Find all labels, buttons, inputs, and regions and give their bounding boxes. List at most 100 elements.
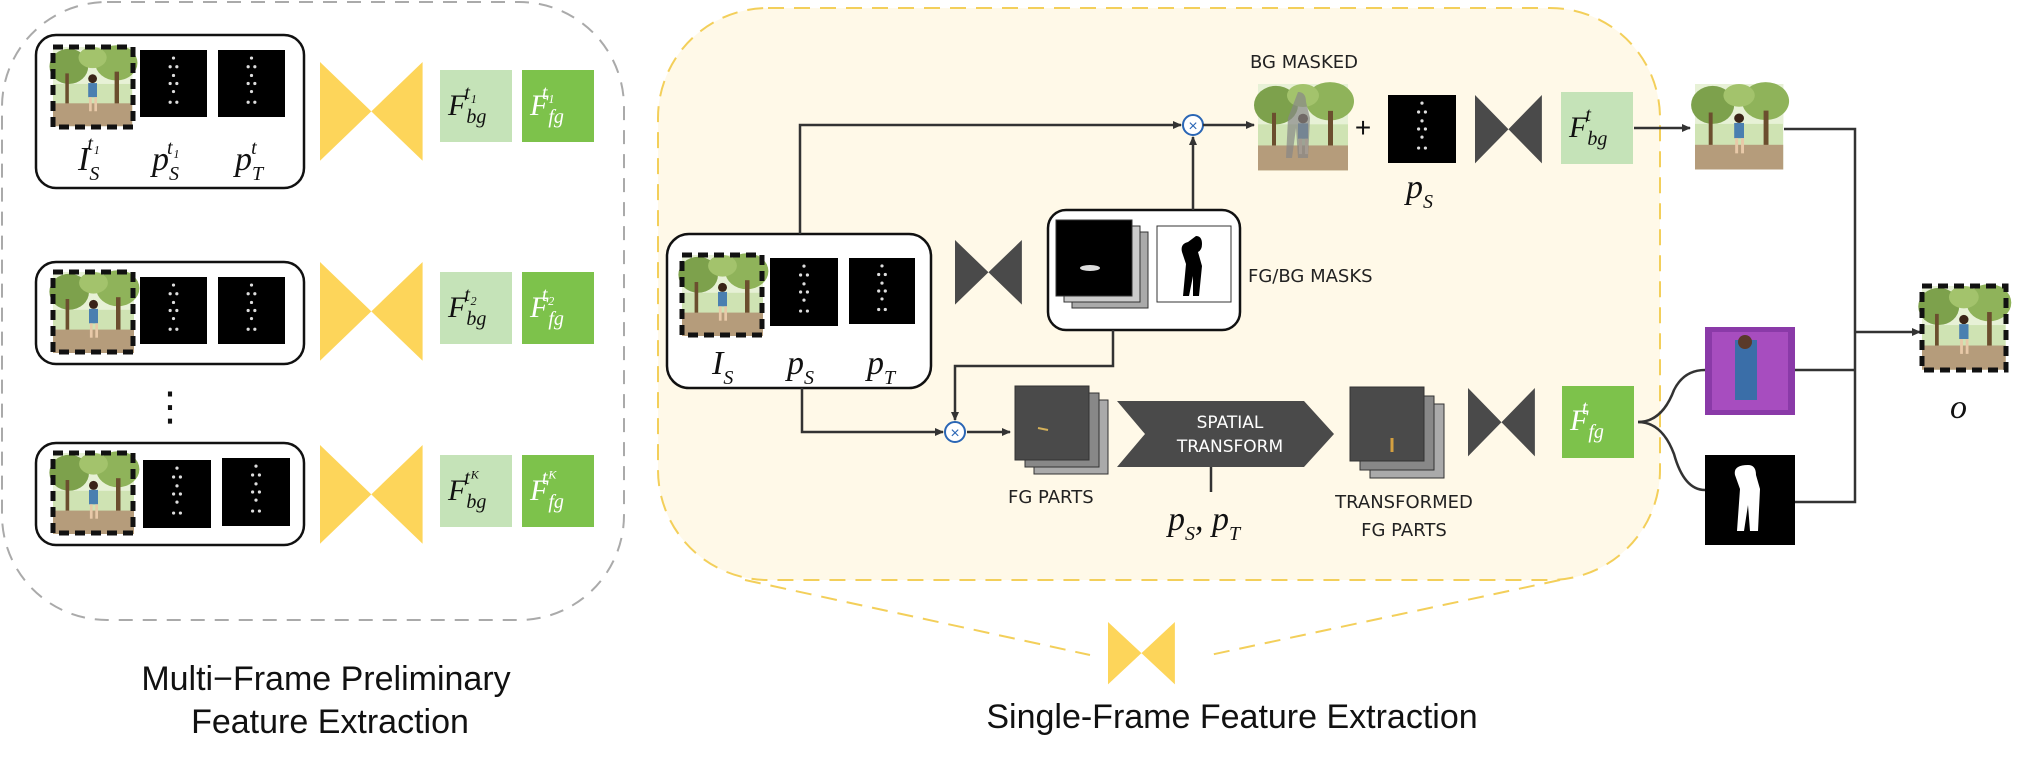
- keypoint: [805, 290, 810, 294]
- pose-target-t1: [218, 50, 285, 117]
- row-t1: ISt₁ pSt₁ pTt Fbgt₁ Ffgt₁: [34, 33, 594, 190]
- keypoint: [251, 473, 255, 477]
- label-I-S: IS: [711, 345, 733, 389]
- transformed-label-line1: TRANSFORMED: [1334, 492, 1473, 513]
- pose-target-t2: [218, 277, 285, 344]
- keypoint: [175, 65, 179, 69]
- multi-frame-panel: [1, 1, 625, 621]
- keypoint: [1423, 127, 1427, 131]
- label-p-S: pS: [785, 345, 814, 389]
- row-tK: Fbgtᴷ Ffgtᴷ: [34, 441, 594, 547]
- svg-text:Ffgt: Ffgt: [1569, 397, 1604, 443]
- keypoint: [802, 298, 806, 302]
- keypoint: [172, 475, 176, 479]
- bg-masked-label: BG MASKED: [1250, 52, 1358, 73]
- keypoint: [175, 100, 179, 104]
- keypoint: [257, 490, 261, 494]
- F-bg-t2-box: [440, 272, 512, 344]
- keypoint: [171, 56, 176, 60]
- keypoint: [171, 283, 176, 287]
- row-t2: Fbgt₂ Ffgt₂: [34, 260, 594, 366]
- F-fg-t1-box: [522, 70, 594, 142]
- keypoint: [253, 65, 257, 69]
- keypoint: [175, 308, 179, 313]
- keypoint: [175, 81, 179, 86]
- keypoint: [249, 283, 254, 287]
- pose-source-image: [770, 258, 838, 326]
- svg-text:Ffgt₂: Ffgt₂: [529, 284, 564, 330]
- keypoint: [253, 100, 257, 104]
- F-fg-t2-box: [522, 272, 594, 344]
- caption-left-line2: Feature Extraction: [191, 703, 469, 741]
- keypoint: [877, 307, 881, 312]
- keypoint: [805, 273, 810, 277]
- svg-text:Ffgtᴷ: Ffgtᴷ: [529, 467, 564, 513]
- encoder-bowtie-t2: [320, 262, 423, 361]
- keypoint: [175, 500, 179, 504]
- keypoint: [880, 297, 884, 301]
- keypoint: [251, 509, 255, 513]
- keypoint: [883, 307, 887, 312]
- pose-source-tK: [143, 460, 211, 528]
- keypoint: [1420, 119, 1424, 123]
- keypoint: [249, 89, 254, 94]
- svg-text:Ffgt₁: Ffgt₁: [529, 82, 564, 128]
- caption-right: Single-Frame Feature Extraction: [986, 698, 1477, 736]
- svg-text:Fbgt: Fbgt: [1568, 104, 1607, 150]
- keypoint: [1423, 146, 1427, 150]
- final-output-image: [1919, 283, 2009, 373]
- spatial-transform-block: [1117, 401, 1334, 467]
- plus-sign: +: [1355, 112, 1371, 143]
- keypoint: [1417, 110, 1421, 114]
- keypoint: [249, 316, 254, 321]
- encoder-bowtie-tK: [320, 445, 423, 544]
- caption-left-line1: Multi−Frame Preliminary: [141, 660, 510, 698]
- keypoint: [246, 292, 250, 296]
- keypoint: [246, 308, 250, 313]
- keypoint: [249, 73, 254, 78]
- fg-mask-stack: [1055, 219, 1133, 297]
- keypoint: [178, 492, 182, 496]
- shared-encoder-bowtie: [1108, 622, 1175, 685]
- pose-target-tK: [222, 458, 290, 526]
- keypoint: [799, 290, 803, 294]
- keypoint: [172, 492, 176, 496]
- keypoint: [249, 300, 254, 305]
- keypoint: [175, 484, 179, 488]
- keypoint: [175, 327, 179, 331]
- input-group-t1: [34, 33, 306, 190]
- keypoint: [246, 81, 250, 86]
- pose-source-t1: [140, 50, 207, 117]
- fg-parts-stack: [1014, 385, 1090, 461]
- keypoint: [171, 300, 176, 305]
- svg-text:×: ×: [1188, 118, 1197, 135]
- source-frame-t2: [50, 269, 136, 355]
- keypoint: [249, 56, 254, 60]
- pose-source-bg: [1388, 95, 1456, 163]
- keypoint: [246, 327, 250, 331]
- keypoint: [799, 309, 803, 313]
- keypoint: [168, 327, 172, 331]
- keypoint: [1420, 101, 1424, 105]
- keypoint: [802, 282, 806, 286]
- label-o: o: [1950, 389, 1967, 426]
- keypoint: [251, 490, 255, 494]
- keypoint: [171, 73, 176, 78]
- keypoint: [883, 289, 887, 293]
- keypoint: [168, 81, 172, 86]
- spatial-transform-line1: SPATIAL: [1197, 413, 1264, 433]
- keypoint: [257, 509, 261, 513]
- encoder-bowtie-t1: [320, 62, 423, 161]
- keypoint: [802, 264, 806, 268]
- svg-text:Fbgt₁: Fbgt₁: [447, 82, 486, 128]
- pose-source-t2: [140, 277, 207, 344]
- keypoint: [1417, 127, 1421, 131]
- keypoint: [877, 289, 881, 293]
- F-bg-t-box: [1561, 92, 1633, 164]
- multiply-node-fg: [944, 421, 966, 443]
- keypoint: [253, 327, 257, 331]
- fg-parts-label: FG PARTS: [1008, 487, 1094, 508]
- keypoint: [257, 473, 261, 477]
- keypoint: [1420, 135, 1424, 139]
- F-fg-t-box: [1562, 386, 1634, 458]
